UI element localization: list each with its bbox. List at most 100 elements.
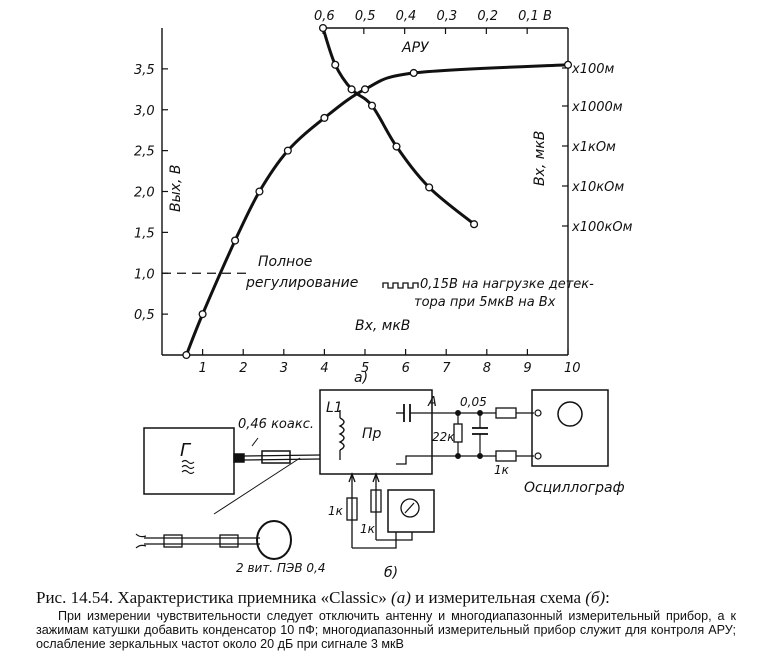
resistor-1k-out [495,450,517,462]
x-bottom-tick-label: 5 [361,361,369,376]
ripple-note-line-1: 0,15В на нагрузке детек- [420,277,594,292]
resistor-top [495,407,517,419]
scope-terminal [534,409,542,417]
output-point [563,60,573,69]
probe-tips [135,533,147,549]
figure-caption: Рис. 14.54. Характеристика приемника «Cl… [36,588,736,651]
panel-label-b: б) [384,565,398,581]
caption-title-lead: Рис. 14.54. Характеристика приемника «Cl… [36,588,392,607]
x-top-tick-label: 0,1 В [518,9,552,24]
y-left-axis-label: Вых, В [168,165,184,212]
x-bottom-axis-label: Вх, мкВ [355,318,410,334]
point-a-label: А [427,395,437,410]
coax-cable-top [243,454,321,457]
x-top-tick-label: 0,6 [314,9,335,24]
x-bottom-tick-label: 9 [523,361,531,376]
agc-point [347,85,356,94]
probe-sleeve-2 [219,534,239,548]
x-bottom-tick-label: 8 [483,361,491,376]
node-dot [477,453,483,459]
coax-label: 0,46 коакс. [238,417,314,432]
caption-ref-a: (а) [391,588,411,607]
x-bottom-tick-label: 2 [239,361,247,376]
probe-sleeve-1 [163,534,183,548]
resistor-1k-b [370,489,382,513]
probe-leads [144,537,260,545]
x-bottom-tick-label: 7 [442,361,451,376]
full-regulation-label-1: Полное [258,254,312,270]
probe-wire [213,457,301,515]
generator-label: Г [180,440,192,461]
y-left-tick-label: 1,0 [134,267,155,282]
x-top-tick-label: 0,4 [396,9,417,24]
x-top-tick-label: 0,5 [355,9,376,24]
ground-wire [396,455,432,465]
x-top-axis-label: АРУ [401,40,430,56]
x-bottom-tick-label: 6 [402,361,410,376]
y-right-tick-label: x1кОм [571,140,616,155]
resistor-1k-a [346,497,358,521]
x-top-tick-label: 0,3 [437,9,458,24]
node-dot [477,410,483,416]
schematic-panel-b: Г 0,46 коакс. L1 Пр А 22к 0,05 [135,389,625,581]
arrow-icons [348,472,380,483]
output-point [198,310,207,319]
y-left-tick-label: 1,5 [134,226,155,241]
meter-needle [404,502,415,514]
ripple-note-line-2: тора при 5мкВ на Вх [414,295,556,310]
meter-dial [400,498,420,518]
y-left-tick-label: 3,5 [134,63,155,78]
agc-point [331,60,340,69]
y-right-tick-label: x100кОм [571,220,633,235]
ripple-icon [382,282,419,289]
caption-title-mid: и измерительная схема [410,588,586,607]
agc-point [318,23,328,33]
generator-connector [233,453,245,463]
coax-cable-bottom [243,458,321,461]
cap-005-label: 0,05 [460,395,487,409]
generator-box [143,427,235,495]
caption-note: При измерении чувствительности следует о… [36,609,736,651]
y-left-tick-label: 2,5 [134,145,155,160]
y-left-tick-label: 2,0 [134,186,155,201]
agc-point [367,101,377,110]
caption-title-end: : [605,588,610,607]
series-markers [182,23,573,360]
output-point [231,236,240,245]
output-point [360,85,370,94]
scope-terminal [534,452,542,460]
y-right-tick-label: x100м [571,62,615,77]
y-left-tick-label: 0,5 [134,308,155,323]
oscilloscope-box [531,389,609,467]
r1k-b-label: 1к [360,522,376,536]
output-point [255,187,264,196]
loop-label: 2 вит. ПЭВ 0,4 [236,561,325,575]
coil-icon [338,417,345,451]
full-regulation-label-2: регулирование [245,275,358,291]
loop-coil [256,520,292,560]
panel-label-a: а) [354,370,368,386]
coax-sleeve [261,450,291,464]
agc-point [392,142,401,151]
meter-wires [352,532,413,549]
output-point [283,146,292,155]
y-right-axis-label: Вх, мкВ [532,131,548,186]
agc-point [425,183,434,192]
node-dot [455,410,461,416]
resistor-22k [453,423,463,443]
meter-box [387,489,435,533]
r22k-label: 22к [432,430,455,444]
node-dot [455,453,461,459]
output-point [182,350,191,360]
y-left-tick-label: 3,0 [134,104,155,119]
x-bottom-tick-label: 4 [320,361,328,376]
x-bottom-tick-label: 10 [564,361,581,376]
caption-title: Рис. 14.54. Характеристика приемника «Cl… [36,588,736,608]
receiver-label: Пр [362,426,382,442]
y-right-tick-label: x1000м [571,100,623,115]
coax-pointer [251,437,259,447]
oscilloscope-label: Осциллограф [524,480,625,496]
